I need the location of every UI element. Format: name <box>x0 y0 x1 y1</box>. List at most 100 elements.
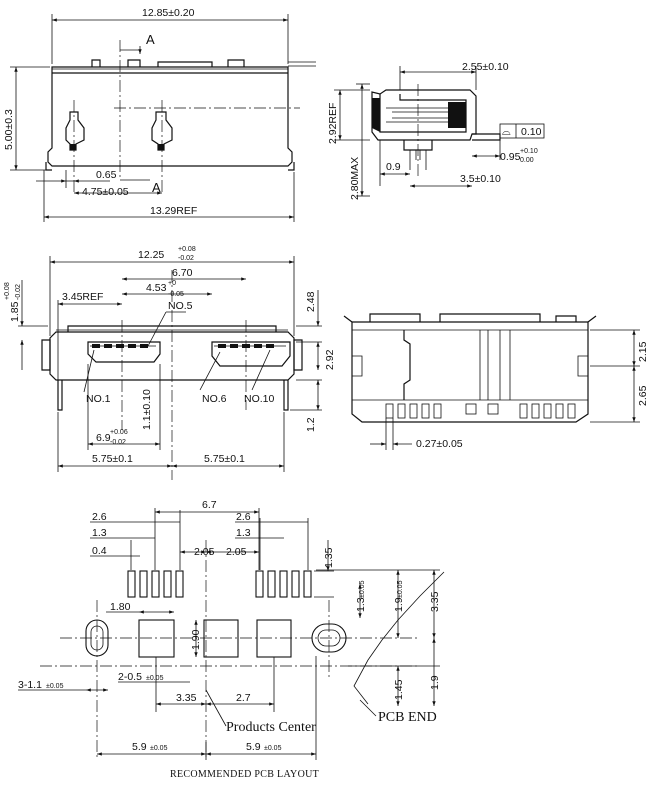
side-section-hatch-left <box>372 98 380 132</box>
pcb-pin-pad-4 <box>163 570 172 598</box>
rear-pin-7 <box>487 403 499 415</box>
front-half-right-dim: 5.75±0.1 <box>204 453 245 465</box>
pcb-row-pitch-tol: ±0.05 <box>359 580 366 598</box>
side-offset-dim: 0.9 <box>386 161 401 173</box>
side-max-height-dim: 2.80MAX <box>349 157 361 200</box>
front-top-height-dim: 2.48 <box>305 291 317 312</box>
front-height-left-tol-minus: -0.02 <box>15 284 22 300</box>
side-tail-tol-plus: +0.10 <box>520 148 538 155</box>
pcb-right-inner-dim: 1.3 <box>236 527 251 539</box>
pcb-pin-width-dim: 0.4 <box>92 545 107 557</box>
pcb-pad-width-dim: 1.80 <box>110 601 131 613</box>
pcb-end-label: PCB END <box>378 710 437 725</box>
pcb-ground-pad-center <box>203 619 239 658</box>
front-span-dim: 6.70 <box>172 267 193 279</box>
pcb-slot-tol: ±0.05 <box>146 675 164 682</box>
flatness-value: 0.10 <box>521 126 542 138</box>
rear-pin-11 <box>555 403 564 419</box>
front-pitch-a-dim: 4.53 <box>146 282 167 294</box>
port-pin-3 <box>116 344 124 348</box>
flatness-symbol: ⌓ <box>502 126 511 138</box>
port-pin-2 <box>104 344 112 348</box>
pcb-ground-pad-right <box>256 619 292 658</box>
port-pin-10 <box>266 344 274 348</box>
front-leg-dim: 1.2 <box>305 417 317 432</box>
front-height-left-tol-plus: +0.08 <box>4 282 11 300</box>
pin-label-no6: NO.6 <box>202 393 227 405</box>
section-a-top-label: A <box>146 32 155 47</box>
port-pin-6 <box>218 344 226 348</box>
front-slot-offset-dim: 1.1±0.10 <box>141 389 153 430</box>
front-port-width-tol-plus: +0.06 <box>110 429 128 436</box>
pcb-pin-pad-6 <box>255 570 264 598</box>
pcb-half-right-dim: 5.9 <box>246 741 261 753</box>
top-width-dim: 12.85±0.20 <box>142 7 195 19</box>
rear-pin-3 <box>409 403 418 419</box>
front-pitch-a-tol-plus: +0 <box>168 280 176 287</box>
front-port-width-tol-minus: -0.02 <box>110 439 126 446</box>
pin-label-no1: NO.1 <box>86 393 111 405</box>
pcb-slot-height-dim: 1.45 <box>393 679 405 700</box>
front-half-left-dim: 5.75±0.1 <box>92 453 133 465</box>
pcb-half-right-tol: ±0.05 <box>264 745 282 752</box>
side-view: 2.55±0.10 2.92REF 2.80MAX ⌓ 0.10 0.95 +0… <box>327 61 545 200</box>
pcb-center-gap-left: 2.05 <box>194 546 215 558</box>
pcb-half-left-tol: ±0.05 <box>150 745 168 752</box>
pcb-pin-pad-5 <box>175 570 184 598</box>
pcb-layout-caption: RECOMMENDED PCB LAYOUT <box>170 769 319 780</box>
front-pitch-a-tol-minus: -0.05 <box>168 291 184 298</box>
pcb-pin-pad-2 <box>139 570 148 598</box>
pcb-pad-row-tol: ±0.05 <box>397 580 404 598</box>
front-width-tol-plus: +0.08 <box>178 246 196 253</box>
top-offset-dim: 0.65 <box>96 169 117 181</box>
port-pin-5 <box>140 344 148 348</box>
pcb-center-span-dim: 6.7 <box>202 499 217 511</box>
section-a-bottom-label: A <box>152 180 161 195</box>
top-height-dim: 5.00±0.3 <box>3 109 15 150</box>
side-lead-dim: 3.5±0.10 <box>460 173 501 185</box>
top-pin-left <box>70 144 76 150</box>
front-width-dim: 12.25 <box>138 249 164 261</box>
pcb-pin-pad-1 <box>127 570 136 598</box>
rear-upper-dim: 2.15 <box>637 341 649 362</box>
pcb-total-height-dim: 3.35 <box>429 591 441 612</box>
port-pin-9 <box>254 344 262 348</box>
rear-pin-9 <box>531 403 540 419</box>
pcb-pad-height-dim: 1.90 <box>190 629 202 650</box>
rear-view: 2.15 2.65 0.27±0.05 <box>343 313 649 450</box>
pcb-center-gap-right: 2.05 <box>226 546 247 558</box>
pcb-left-inner-dim: 1.3 <box>92 527 107 539</box>
front-view: 12.25 +0.08 -0.02 6.70 3.45REF 4.53 +0 -… <box>4 246 336 480</box>
rear-pin-12 <box>567 403 576 419</box>
pcb-row-pitch-dim: 1.3 <box>355 597 367 612</box>
rear-pin-10 <box>543 403 552 419</box>
pcb-pad-gap-dim: 2.7 <box>236 692 251 704</box>
pcb-layout: 2.6 1.3 0.4 6.7 2.05 2.05 2.6 1.3 1.35 1… <box>18 499 445 780</box>
pcb-half-left-dim: 5.9 <box>132 741 147 753</box>
top-overall-dim: 13.29REF <box>150 205 197 217</box>
rear-pin-6 <box>465 403 477 415</box>
pcb-pin-pad-10 <box>303 570 312 598</box>
pin-label-no5: NO.5 <box>168 300 193 312</box>
pcb-pin-pad-7 <box>267 570 276 598</box>
front-left-ref-dim: 3.45REF <box>62 291 103 303</box>
rear-pin-1 <box>385 403 394 419</box>
top-view: A A 12.85±0.20 5.00±0.3 0.65 4.75±0.05 1… <box>3 7 316 222</box>
pcb-left-group-dim: 2.6 <box>92 511 107 523</box>
flatness-frame <box>499 123 545 139</box>
pcb-right-group-dim: 2.6 <box>236 511 251 523</box>
pcb-hole-dim: 3-1.1 <box>18 679 42 691</box>
pcb-ground-pad-left <box>138 619 175 658</box>
rear-lower-dim: 2.65 <box>637 385 649 406</box>
port-pin-7 <box>230 344 238 348</box>
pcb-slot-to-edge-dim: 1.9 <box>429 675 441 690</box>
rear-pin-width-dim: 0.27±0.05 <box>416 438 463 450</box>
side-depth-dim: 2.55±0.10 <box>462 61 509 73</box>
port-pin-1 <box>92 344 100 348</box>
side-tail-tol-minus: 0.00 <box>520 157 534 164</box>
side-height-ref-dim: 2.92REF <box>327 103 339 144</box>
top-pin-right <box>158 144 164 150</box>
side-tail-dim: 0.95 <box>500 151 521 163</box>
pcb-pin-pad-8 <box>279 570 288 598</box>
